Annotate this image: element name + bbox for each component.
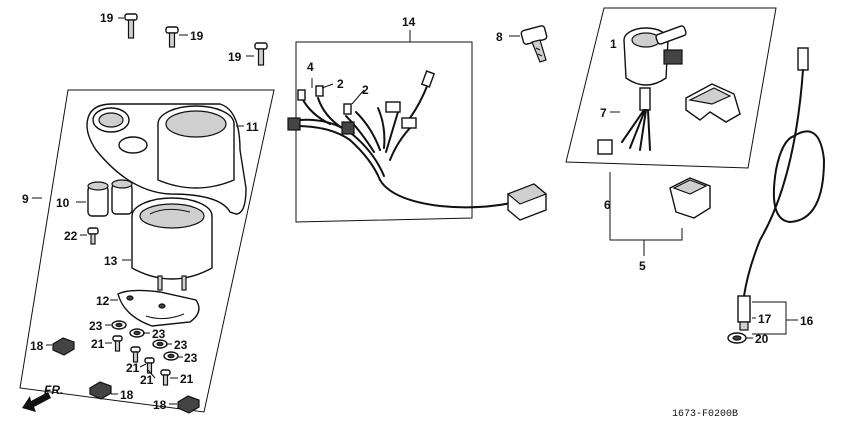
callout-21: 21 bbox=[126, 361, 140, 375]
callout-18: 18 bbox=[153, 398, 167, 412]
screw-19-icon bbox=[254, 42, 268, 66]
diagram-code: 1673-F0200B bbox=[672, 409, 738, 420]
washer-23-icon bbox=[111, 320, 179, 361]
callout-11: 11 bbox=[246, 120, 259, 134]
harness-group-outline bbox=[295, 41, 473, 223]
ignition-switch-icon bbox=[597, 25, 687, 155]
callout-9: 9 bbox=[22, 192, 29, 206]
callout-21: 21 bbox=[91, 337, 105, 351]
speedometer-icon bbox=[131, 197, 213, 291]
callout-7: 7 bbox=[600, 106, 607, 120]
screw-19-icon bbox=[165, 26, 179, 48]
screw-21-icon bbox=[112, 335, 171, 386]
callout-13: 13 bbox=[104, 254, 118, 268]
callout-2: 2 bbox=[362, 83, 369, 97]
callout-5: 5 bbox=[639, 259, 646, 273]
wire-harness-icon bbox=[287, 70, 548, 221]
screw-22-icon bbox=[87, 227, 99, 245]
callout-4: 4 bbox=[307, 60, 314, 74]
callout-19: 19 bbox=[228, 50, 242, 64]
ignition-group-outline bbox=[565, 7, 777, 169]
meter-case-icon bbox=[86, 103, 247, 215]
callout-12: 12 bbox=[96, 294, 110, 308]
callout-1: 1 bbox=[610, 37, 617, 51]
washer-20-icon bbox=[727, 332, 747, 344]
callout-23: 23 bbox=[152, 327, 166, 341]
callout-23: 23 bbox=[174, 338, 188, 352]
meter-gasket-icon bbox=[117, 289, 200, 327]
callout-8: 8 bbox=[496, 30, 503, 44]
callout-22: 22 bbox=[64, 229, 78, 243]
callout-2: 2 bbox=[337, 77, 344, 91]
bulb-socket-icon bbox=[87, 179, 133, 217]
callout-23: 23 bbox=[89, 319, 103, 333]
switch-cover-icon bbox=[685, 83, 741, 123]
ignition-key-icon bbox=[520, 25, 548, 63]
screw-19-icon bbox=[124, 13, 138, 39]
switch-boot-icon bbox=[669, 177, 711, 219]
front-arrow-icon bbox=[22, 392, 51, 412]
callout-19: 19 bbox=[100, 11, 114, 25]
callout-21: 21 bbox=[180, 372, 194, 386]
callout-6: 6 bbox=[604, 198, 611, 212]
callout-19: 19 bbox=[190, 29, 204, 43]
callout-18: 18 bbox=[120, 388, 134, 402]
meter-group-outline bbox=[19, 89, 275, 413]
callout-10: 10 bbox=[56, 196, 70, 210]
callout-14: 14 bbox=[402, 15, 416, 29]
callout-18: 18 bbox=[30, 339, 44, 353]
callout-21: 21 bbox=[140, 373, 154, 387]
callout-20: 20 bbox=[755, 332, 769, 346]
callout-17: 17 bbox=[758, 312, 772, 326]
callout-23: 23 bbox=[184, 351, 198, 365]
grommet-18-icon bbox=[52, 337, 200, 414]
front-arrow-label: FR. bbox=[44, 383, 63, 397]
speedometer-cable-icon bbox=[737, 47, 826, 331]
callout-16: 16 bbox=[800, 314, 814, 328]
